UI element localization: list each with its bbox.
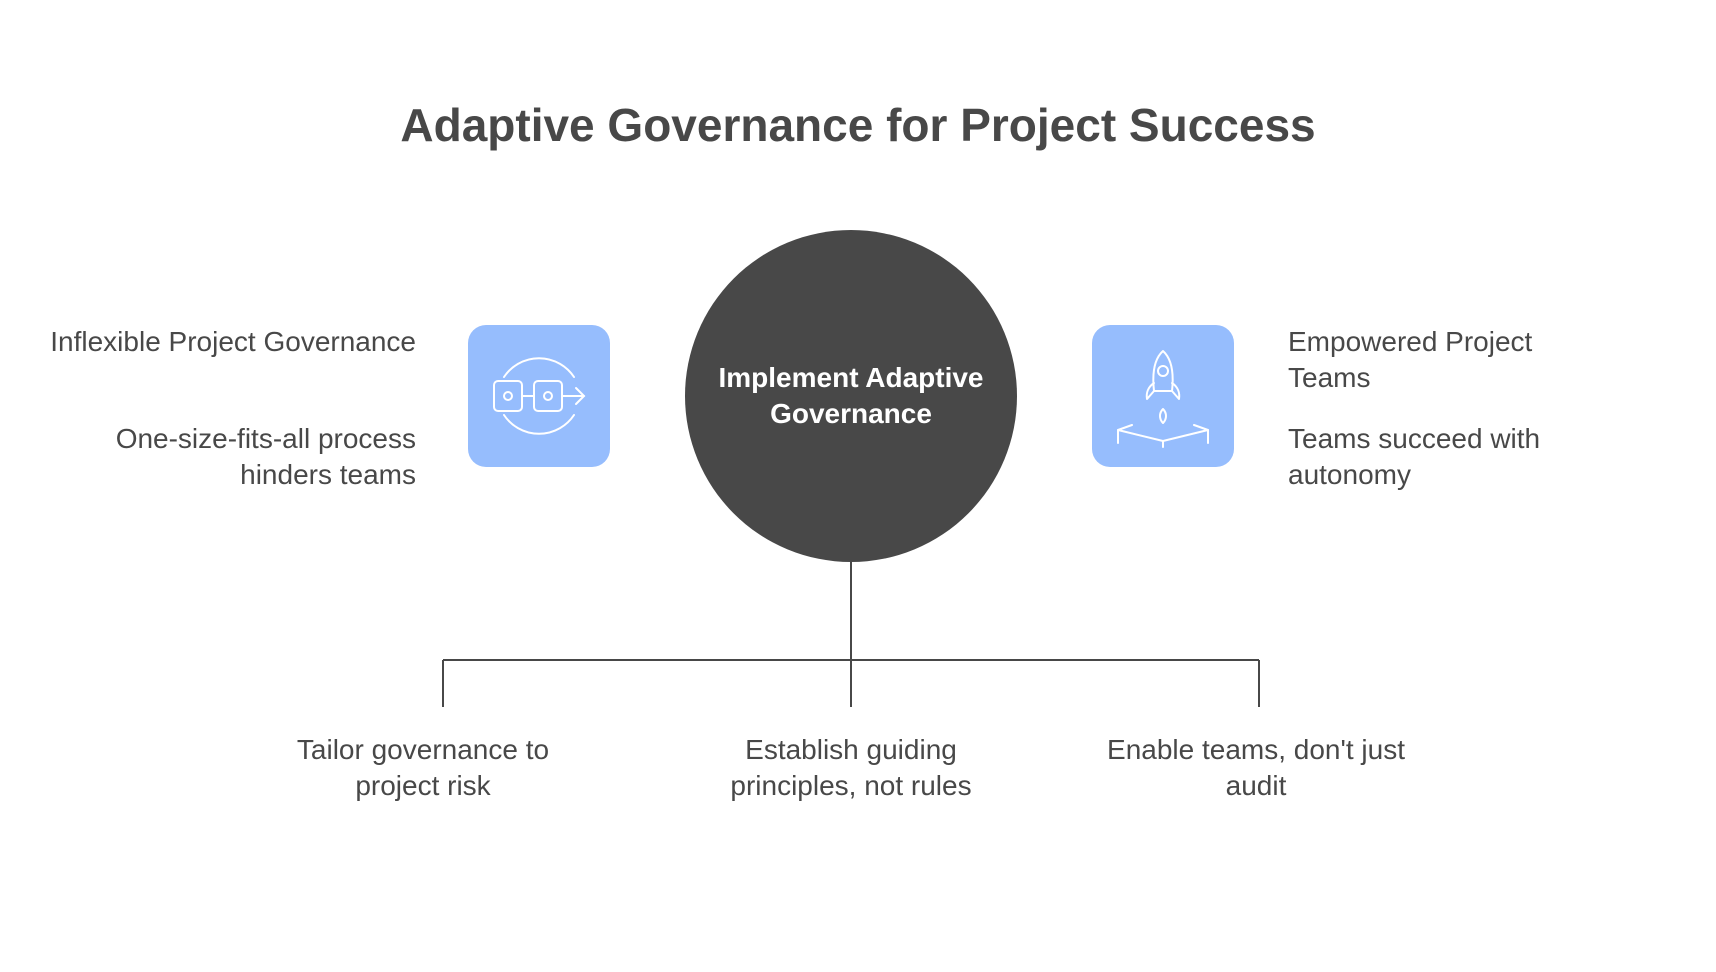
center-node: Implement Adaptive Governance bbox=[685, 230, 1017, 562]
center-label: Implement Adaptive Governance bbox=[718, 362, 984, 429]
right-description: Teams succeed with autonomy bbox=[1288, 423, 1541, 490]
left-heading: Inflexible Project Governance bbox=[50, 326, 416, 357]
branch-label: Enable teams, don't just audit bbox=[1107, 734, 1405, 801]
right-heading: Empowered Project Teams bbox=[1288, 326, 1533, 393]
branch-label: Tailor governance to project risk bbox=[296, 734, 550, 801]
left-icon-box bbox=[468, 325, 610, 467]
left-description: One-size-fits-all process hinders teams bbox=[115, 423, 416, 490]
diagram-title: Adaptive Governance for Project Success bbox=[400, 99, 1316, 151]
branch-label: Establish guiding principles, not rules bbox=[730, 734, 972, 801]
right-icon-box bbox=[1092, 325, 1234, 467]
rocket-launch-icon bbox=[1117, 350, 1209, 448]
process-flow-icon bbox=[493, 357, 586, 435]
